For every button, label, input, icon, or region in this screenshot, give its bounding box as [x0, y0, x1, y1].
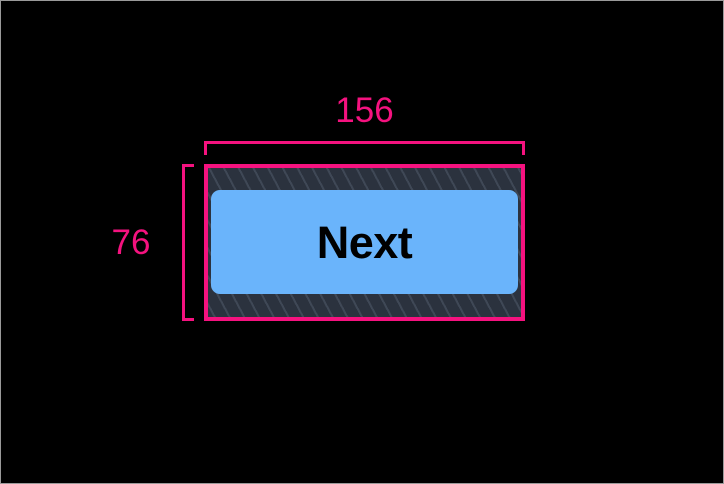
next-button[interactable]: Next [211, 190, 518, 294]
width-dimension-bracket [204, 141, 525, 155]
measured-element-outline[interactable]: Next [204, 164, 525, 321]
element-padding-hatch-region: Next [208, 168, 521, 317]
height-dimension-bracket [182, 164, 194, 321]
height-measurement-label: 76 [111, 223, 151, 262]
next-button-label: Next [316, 216, 413, 268]
width-measurement-label: 156 [335, 91, 394, 130]
